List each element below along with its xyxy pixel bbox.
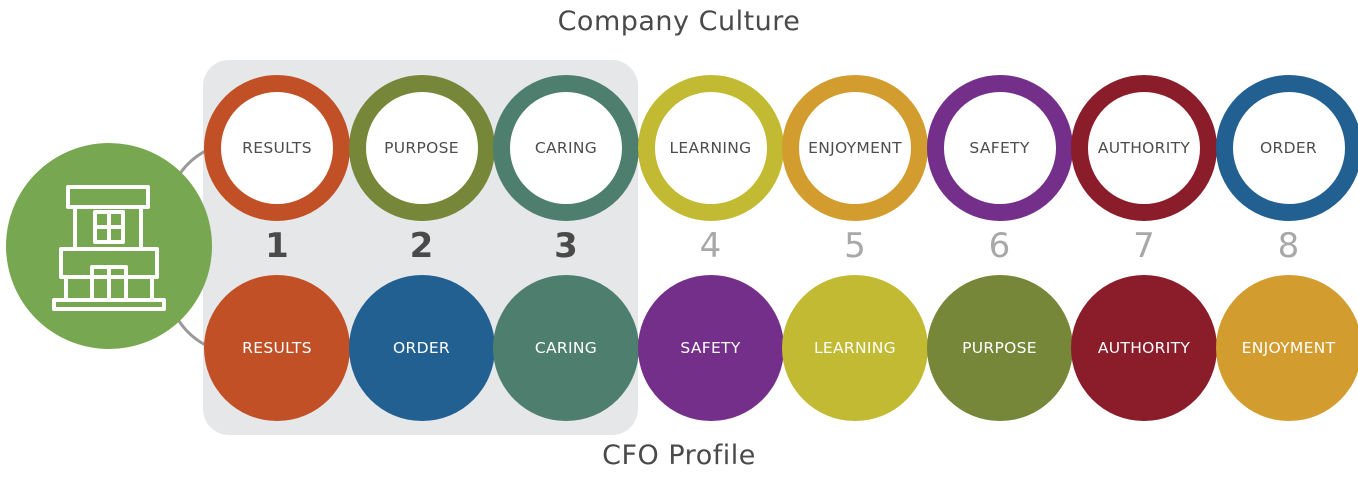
cfo-value-circle: ORDER bbox=[348, 275, 495, 421]
cfo-value-circle: PURPOSE bbox=[926, 275, 1073, 421]
cfo-value-label: ENJOYMENT bbox=[1241, 339, 1336, 357]
rank-number: 5 bbox=[844, 226, 866, 266]
cfo-value-circle: AUTHORITY bbox=[1071, 275, 1217, 421]
rank-number: 1 bbox=[265, 226, 289, 266]
rank-number: 3 bbox=[554, 226, 578, 266]
cfo-value-circle: RESULTS bbox=[204, 275, 350, 421]
culture-value-ring: AUTHORITY bbox=[1071, 75, 1217, 221]
culture-value-label: LEARNING bbox=[669, 139, 752, 157]
cfo-value-label: AUTHORITY bbox=[1097, 339, 1191, 357]
rank-number: 2 bbox=[409, 226, 434, 266]
culture-value-label: RESULTS bbox=[242, 139, 312, 157]
cfo-profile-title: CFO Profile bbox=[602, 440, 756, 471]
rank-number: 8 bbox=[1277, 226, 1300, 266]
company-building-badge bbox=[6, 143, 212, 349]
culture-value-ring: ORDER bbox=[1215, 75, 1358, 221]
building-icon bbox=[52, 185, 166, 311]
cfo-value-circle: CARING bbox=[493, 275, 639, 421]
cfo-value-circle: LEARNING bbox=[782, 275, 928, 421]
cfo-value-circle: ENJOYMENT bbox=[1215, 275, 1358, 421]
culture-value-label: ORDER bbox=[1260, 139, 1317, 157]
culture-value-ring: PURPOSE bbox=[348, 75, 495, 221]
rank-number: 4 bbox=[699, 226, 722, 266]
cfo-value-label: SAFETY bbox=[680, 339, 741, 357]
culture-value-label: PURPOSE bbox=[384, 139, 459, 157]
cfo-value-circle: SAFETY bbox=[637, 275, 784, 421]
rank-number: 6 bbox=[988, 226, 1011, 266]
culture-value-label: SAFETY bbox=[969, 139, 1030, 157]
cfo-value-label: LEARNING bbox=[814, 339, 896, 357]
cfo-value-label: PURPOSE bbox=[962, 339, 1037, 357]
company-culture-title: Company Culture bbox=[557, 6, 801, 37]
culture-value-ring: ENJOYMENT bbox=[782, 75, 928, 221]
rank-number: 7 bbox=[1133, 226, 1155, 266]
culture-value-label: ENJOYMENT bbox=[808, 139, 902, 157]
cfo-value-label: RESULTS bbox=[242, 339, 312, 357]
culture-value-ring: LEARNING bbox=[637, 75, 784, 221]
culture-value-ring: SAFETY bbox=[926, 75, 1073, 221]
cfo-value-label: ORDER bbox=[393, 339, 450, 357]
culture-value-label: AUTHORITY bbox=[1097, 139, 1191, 157]
cfo-value-label: CARING bbox=[534, 339, 598, 357]
culture-value-ring: CARING bbox=[493, 75, 639, 221]
culture-value-ring: RESULTS bbox=[204, 75, 350, 221]
culture-value-label: CARING bbox=[534, 139, 598, 157]
